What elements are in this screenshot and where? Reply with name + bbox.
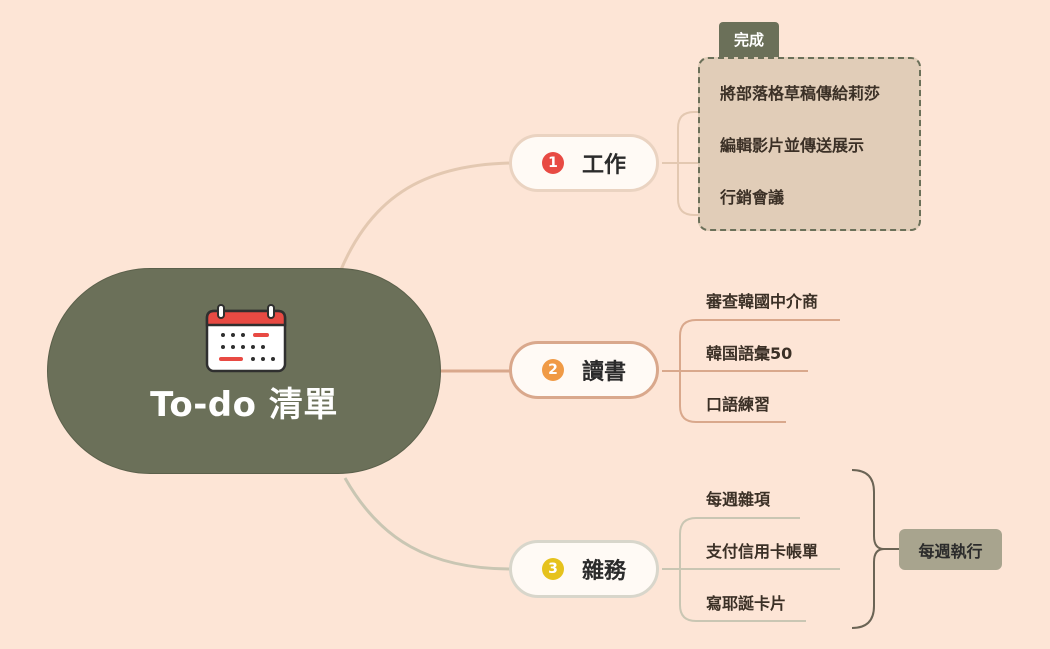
branch-number-badge: 2 — [541, 359, 564, 381]
branch-chores[interactable]: 3 雜務 — [509, 540, 659, 598]
leaf-topic[interactable]: 行銷會議 — [720, 188, 785, 207]
summary-topic[interactable]: 每週執行 — [899, 529, 1002, 570]
boundary-done[interactable] — [698, 57, 921, 231]
leaf-topic[interactable]: 支付信用卡帳單 — [706, 542, 819, 561]
leaf-line-study — [662, 319, 840, 423]
calendar-icon — [205, 304, 287, 373]
leaf-topic[interactable]: 審查韓國中介商 — [706, 292, 819, 311]
summary-brace — [851, 469, 885, 629]
leaf-line-work — [662, 111, 908, 216]
branch-label: 雜務 — [581, 559, 626, 584]
leaf-topic[interactable]: 編輯影片並傳送展示 — [720, 136, 865, 155]
leaf-topic[interactable]: 韓国語彙50 — [706, 344, 793, 363]
branch-work[interactable]: 1 工作 — [509, 134, 659, 192]
leaf-topic[interactable]: 口語練習 — [706, 395, 771, 414]
branch-label: 工作 — [581, 153, 626, 178]
central-topic[interactable]: To-do 清單 — [47, 268, 441, 474]
central-title: To-do 清單 — [150, 385, 338, 425]
leaf-topic[interactable]: 每週雜項 — [706, 490, 771, 509]
branch-study[interactable]: 2 讀書 — [509, 341, 659, 399]
connector-work — [338, 161, 512, 273]
branch-number-badge: 3 — [541, 558, 564, 580]
leaf-topic[interactable]: 寫耶誕卡片 — [706, 594, 787, 613]
leaf-line-chores — [662, 517, 840, 622]
branch-number-badge: 1 — [541, 152, 564, 174]
boundary-label: 完成 — [719, 22, 779, 57]
connector-chores — [343, 477, 512, 571]
branch-label: 讀書 — [581, 360, 626, 385]
leaf-topic[interactable]: 將部落格草稿傳給莉莎 — [720, 84, 881, 103]
